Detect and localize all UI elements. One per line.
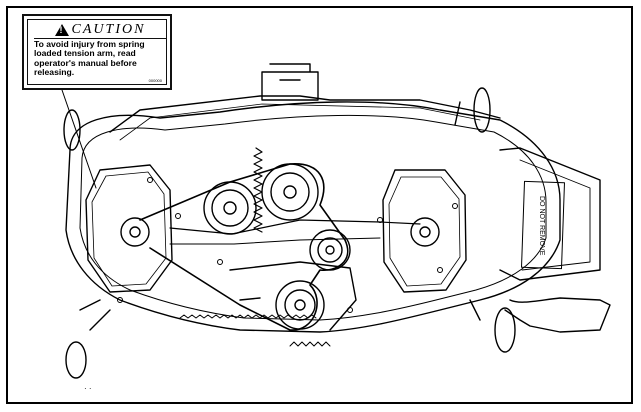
- deck-body-outline: [65, 101, 561, 333]
- footnote-mark: · ·: [84, 384, 92, 393]
- rear-ridge: [109, 95, 501, 133]
- drive-belt: [139, 163, 349, 331]
- right-spindle-housing: [382, 169, 467, 293]
- caution-message: To avoid injury from spring loaded tensi…: [34, 39, 145, 78]
- deck-inner-rim: [79, 114, 547, 321]
- tension-arm: [229, 261, 357, 331]
- front-left-gauge-wheel: [65, 341, 87, 379]
- caution-heading: ! CAUTION: [34, 22, 166, 39]
- caution-word: CAUTION: [71, 22, 146, 37]
- warning-triangle-icon: !: [54, 24, 69, 36]
- front-spring-rod: [179, 314, 317, 319]
- discharge-chute: [499, 147, 601, 281]
- caution-label-leader: [61, 89, 97, 189]
- caution-label-border: ! CAUTION To avoid injury from spring lo…: [27, 19, 167, 85]
- deck-decal-plate: [521, 180, 565, 270]
- deck-decal-text: DO NOT REMOVE: [538, 196, 545, 256]
- tension-spring: [253, 147, 263, 233]
- label-part-number: 000000: [148, 78, 162, 83]
- rear-hitch-bracket: [261, 63, 319, 101]
- front-right-gauge-wheel: [494, 307, 516, 353]
- caution-label: ! CAUTION To avoid injury from spring lo…: [22, 14, 172, 90]
- left-spindle-housing: [85, 164, 173, 293]
- rear-right-gauge-wheel: [473, 87, 491, 133]
- rear-left-gauge-wheel: [63, 109, 81, 151]
